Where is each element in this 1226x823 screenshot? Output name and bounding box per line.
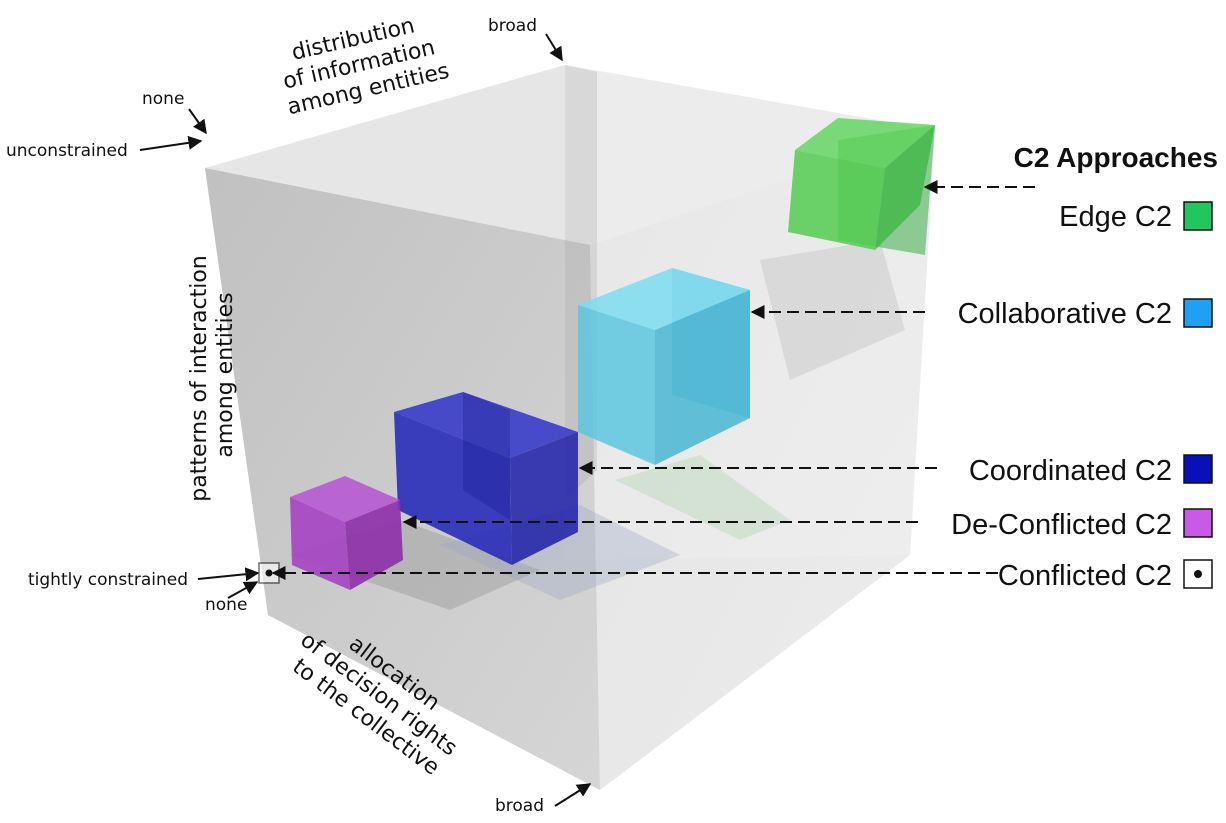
- legend-swatch-deconflicted-c2: [1183, 508, 1213, 538]
- legend-marker-box-conflicted-c2: [1183, 559, 1213, 589]
- edge-c2-cube: [788, 118, 935, 255]
- decision-rights-low-arrow: [227, 581, 259, 599]
- axis-interaction: patterns of interaction among entities u…: [6, 135, 260, 590]
- legend: C2 Approaches Edge C2 Collaborative C2 C…: [271, 142, 1218, 592]
- legend-label-conflicted-c2: Conflicted C2: [998, 560, 1172, 592]
- information-axis-title: distribution of information among entiti…: [273, 8, 451, 120]
- deconflicted-cube-top-face: [290, 476, 400, 522]
- legend-swatch-edge-c2: [1183, 201, 1213, 231]
- edge-cube-top-face: [795, 118, 935, 168]
- collaborative-shadow: [615, 455, 790, 540]
- legend-item-deconflicted-c2: De-Conflicted C2: [402, 508, 1213, 541]
- coordinated-cube-front-face: [394, 412, 512, 565]
- legend-marker-dot-conflicted-c2: [1194, 570, 1202, 578]
- collaborative-cube-side-face: [655, 290, 750, 465]
- interaction-axis-high-label: unconstrained: [6, 141, 128, 161]
- coordinated-cube-top-face: [394, 392, 578, 458]
- conflicted-marker-dot: [265, 569, 273, 577]
- interaction-high-arrow: [139, 135, 203, 151]
- coordinated-cube-side-face: [510, 432, 578, 565]
- legend-label-collaborative-c2: Collaborative C2: [958, 298, 1172, 330]
- cube-top-face: [205, 65, 935, 245]
- interaction-axis-title-line-1: patterns of interaction: [187, 255, 212, 501]
- decision-rights-high-arrow: [554, 783, 592, 807]
- legend-item-conflicted-c2: Conflicted C2: [271, 559, 1213, 592]
- legend-item-collaborative-c2: Collaborative C2: [750, 298, 1213, 330]
- information-axis-high-label: broad: [488, 16, 537, 36]
- decision-rights-axis-high-label: broad: [495, 796, 544, 816]
- legend-item-edge-c2: Edge C2: [923, 180, 1213, 233]
- legend-label-coordinated-c2: Coordinated C2: [969, 455, 1172, 487]
- edge-shadow: [760, 240, 905, 380]
- interaction-low-arrow: [197, 567, 260, 582]
- interaction-axis-title-line-2: among entities: [213, 292, 238, 457]
- legend-swatch-coordinated-c2: [1183, 454, 1213, 484]
- deconflicted-c2-cube: [290, 476, 403, 590]
- deconflicted-cube-side-face: [345, 500, 403, 590]
- collaborative-c2-cube: [578, 268, 750, 465]
- legend-item-coordinated-c2: Coordinated C2: [578, 454, 1213, 487]
- legend-label-edge-c2: Edge C2: [1059, 201, 1172, 233]
- legend-swatch-collaborative-c2: [1183, 298, 1213, 328]
- deconflicted-cube-front-face: [290, 497, 350, 590]
- coordinated-c2-cube: [394, 392, 578, 565]
- information-low-arrow: [188, 108, 207, 135]
- interaction-axis-low-label: tightly constrained: [28, 570, 188, 590]
- information-high-arrow: [545, 33, 563, 62]
- edge-cube-side-face: [875, 125, 935, 250]
- legend-label-deconflicted-c2: De-Conflicted C2: [951, 509, 1172, 541]
- collaborative-cube-front-face: [578, 305, 655, 465]
- coordinated-cube-inner-shade: [463, 392, 510, 520]
- decision-rights-axis-low-label: none: [205, 595, 247, 615]
- interaction-axis-title: patterns of interaction among entities: [187, 248, 238, 501]
- legend-title: C2 Approaches: [1014, 142, 1218, 173]
- collaborative-cube-top-face: [578, 268, 750, 330]
- edge-cube-front-face: [788, 150, 885, 250]
- information-axis-low-label: none: [142, 89, 184, 109]
